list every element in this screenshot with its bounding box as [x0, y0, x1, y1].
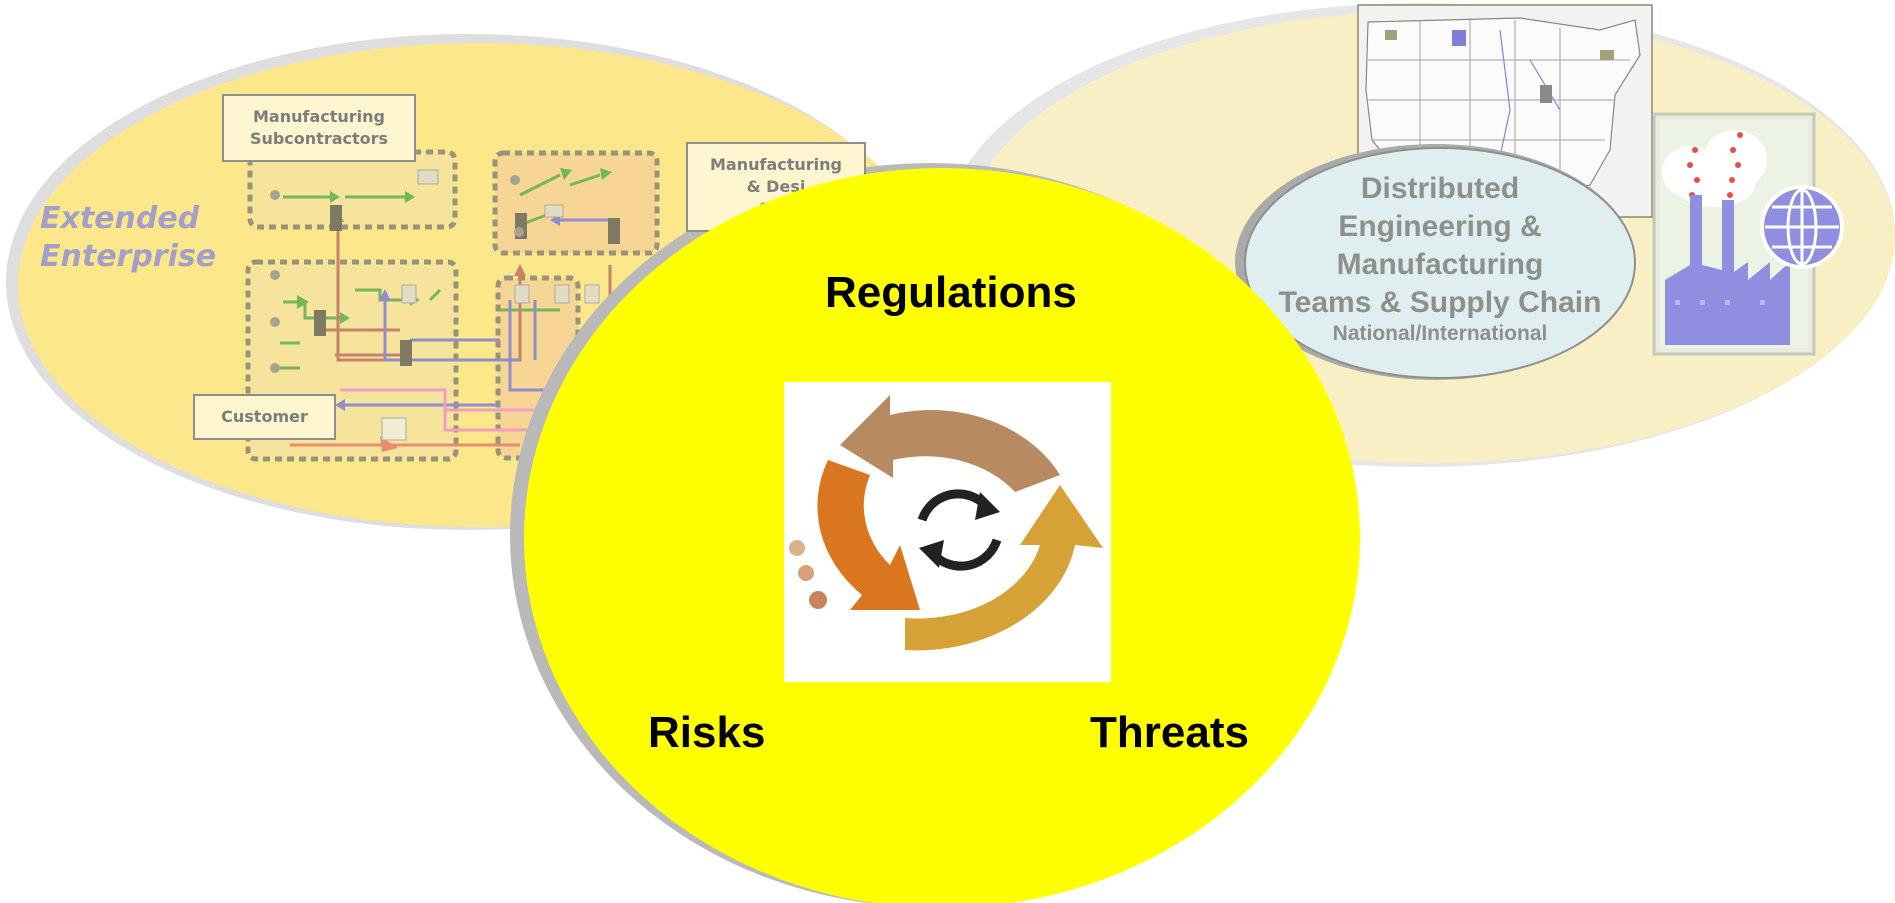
customer-label: Customer: [221, 407, 308, 426]
refresh-icon: [917, 489, 1002, 571]
subcontractors-line2: Subcontractors: [249, 129, 389, 148]
extended-label-line2: Enterprise: [40, 239, 217, 274]
distributed-line2: Engineering &: [1338, 210, 1542, 243]
threats-label: Threats: [1090, 708, 1249, 757]
recycle-cycle-icon: [784, 382, 1111, 682]
design-line2: & Desi: [746, 177, 806, 196]
subcontractors-line1: Manufacturing: [252, 107, 385, 126]
design-line3: Sub: [758, 199, 794, 218]
extended-label-line1: Extended: [40, 201, 200, 236]
design-line1: Manufacturing: [710, 155, 842, 174]
globe-icon: [1760, 185, 1844, 269]
distributed-title: Distributed Engineering & Manufacturing …: [1250, 170, 1630, 322]
distributed-line1: Distributed: [1360, 172, 1520, 205]
manufacturing-design-box: Manufacturing & Desi Sub: [686, 142, 866, 232]
distributed-teams-ellipse: [1235, 144, 1636, 380]
regulations-label: Regulations: [825, 268, 1077, 317]
distributed-line4: Teams & Supply Chain: [1278, 286, 1602, 319]
risks-label: Risks: [648, 708, 766, 757]
distributed-line3: Manufacturing: [1336, 248, 1544, 281]
extended-enterprise-label: Extended Enterprise: [40, 200, 216, 276]
distributed-subtitle: National/International: [1332, 322, 1548, 345]
customer-box: Customer: [193, 394, 336, 440]
manufacturing-subcontractors-box: Manufacturing Subcontractors: [222, 94, 416, 162]
